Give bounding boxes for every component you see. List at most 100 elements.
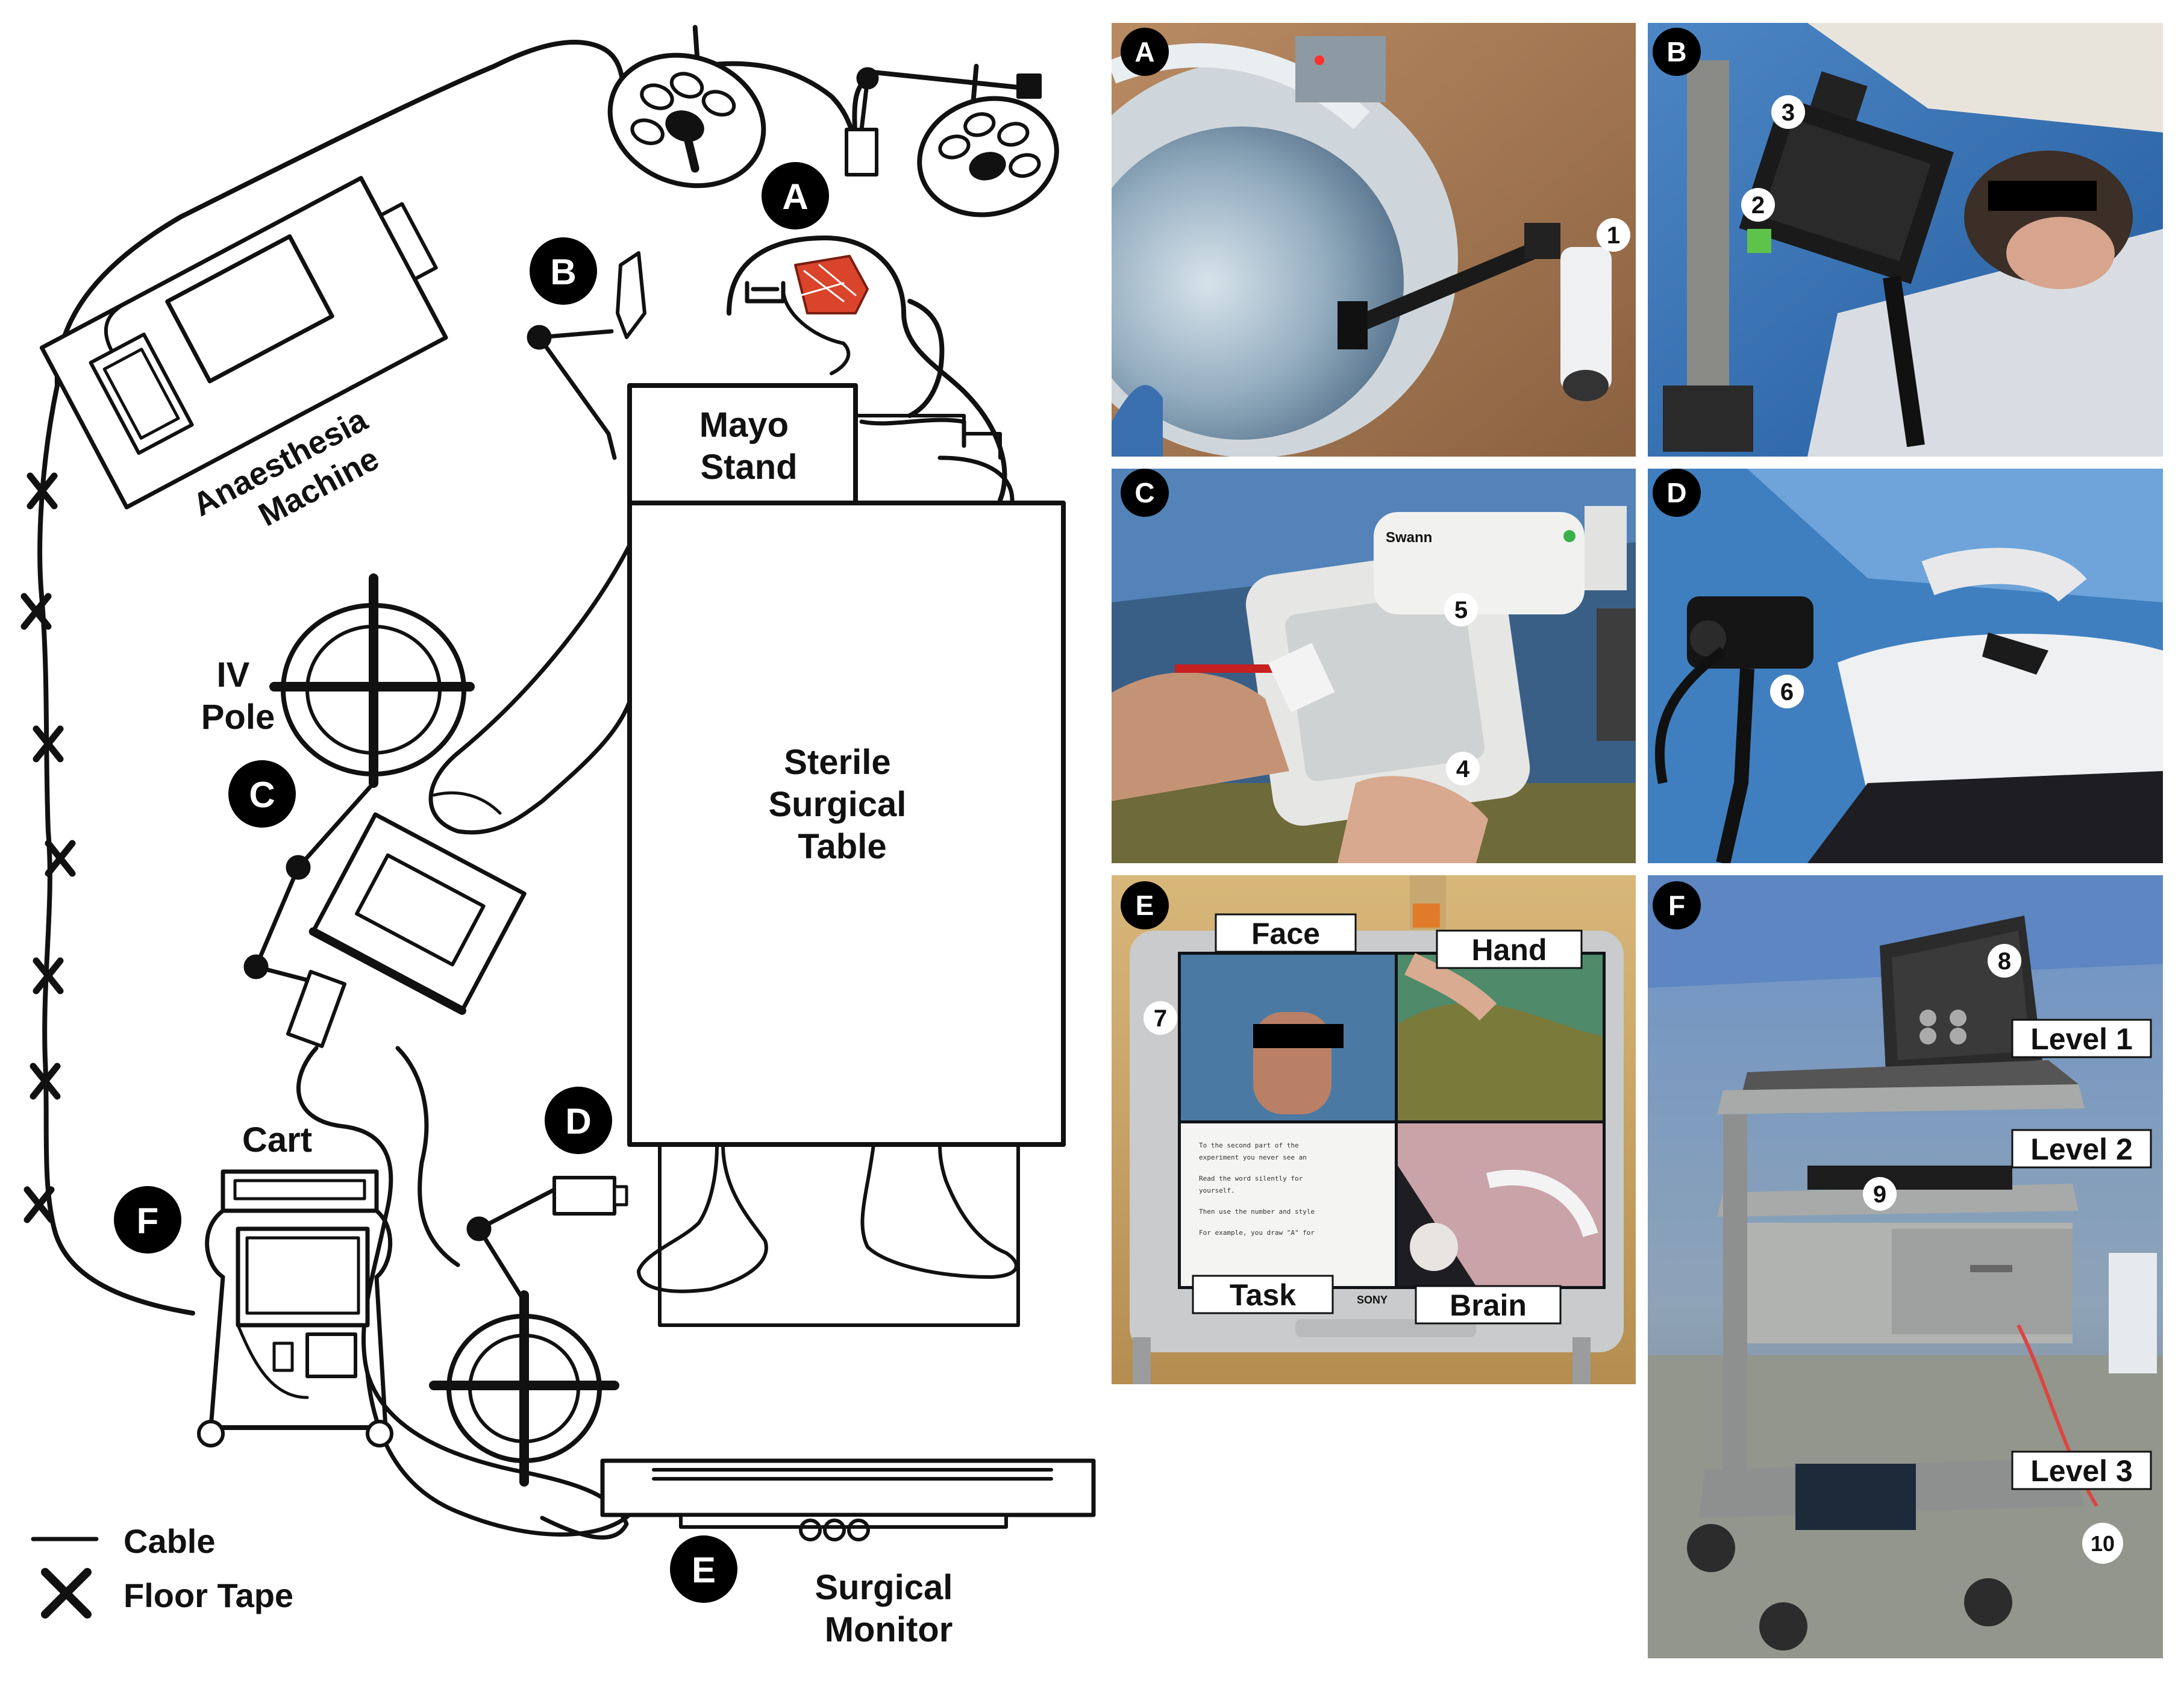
iv-pole-label-line2: Pole [201,698,275,737]
sterile-surgical-table [627,501,1066,1147]
surgical-lamp-right [917,63,1059,217]
tag-face: Face [1251,917,1320,951]
iv-pole-top [269,573,475,788]
panel-f-labels: F 8 9 10 Level 1 Level 2 Level 3 [1653,881,2152,1564]
or-layout-diagram [20,25,1096,1619]
sterile-table-label-line1: Sterile [784,743,890,782]
panel-c-letter: C [1134,477,1154,508]
camera-c-device [308,812,527,1015]
marker-d: D [545,1087,612,1154]
floor-tape-line [37,383,195,1316]
surgical-lamp-left [607,25,766,189]
anaesthesia-machine [39,176,448,510]
surgical-monitor-label-line1: Surgical [815,1568,953,1607]
camera-c-photo [1374,506,1627,614]
panel-b-number-3: 3 [1782,99,1795,126]
svg-text:For example, you draw "A" for: For example, you draw "A" for [1199,1229,1315,1237]
mayo-stand-label-line1: Mayo [699,405,789,445]
legend [31,1537,99,1619]
level-3-label: Level 3 [2030,1454,2133,1488]
cart-label: Cart [242,1120,312,1160]
photo-panel-b [1648,23,2163,457]
panel-f-number-10: 10 [2091,1531,2115,1556]
patient-foot-right [860,1143,1018,1279]
panel-e-number-7: 7 [1154,1005,1167,1032]
brain-patch [794,255,869,314]
level-3-box [2011,1450,2152,1490]
camera-a-mount [845,67,1042,176]
svg-text:Surgical Monitor: Surgical Monitor [815,1568,963,1649]
svg-text:Mayo Stand: Mayo Stand [699,405,798,487]
camera-b-mount [527,251,646,460]
floor-tape-x [23,1186,55,1223]
photo-panel-a [1112,23,1636,457]
legend-floor-tape-mark [41,1568,92,1619]
svg-text:experiment you never see an: experiment you never see an [1199,1154,1307,1161]
camera-d-mount [466,1176,628,1304]
svg-text:B: B [550,252,576,292]
camera-brand: Swann [1386,529,1432,546]
legend-floor-tape-label: Floor Tape [124,1576,293,1614]
svg-text:Sterile Surgical T: Sterile Surgical Table [769,743,916,866]
svg-text:Then use the number and style: Then use the number and style [1199,1208,1315,1216]
tag-task: Task [1230,1278,1296,1312]
panel-d-number-6: 6 [1780,679,1794,705]
patient-outline [428,236,1020,1327]
patient-arm [428,543,638,835]
svg-text:To the second part of the: To the second part of the [1199,1141,1299,1149]
cable-iv [395,1046,460,1267]
panel-c-number-4: 4 [1456,756,1470,782]
floor-tape-x [20,593,52,630]
svg-text:IV Pole: IV Pole [201,655,275,737]
camera-c-mount [243,781,376,1048]
svg-text:C: C [249,775,275,815]
floor-tape-x [30,1063,61,1100]
tag-hand-box [1436,929,1583,969]
sterile-table-label-line3: Table [798,827,886,866]
panel-d-letter: D [1666,477,1686,508]
tag-brain-box [1415,1285,1562,1325]
photo-panel-d [1648,469,2163,863]
photo-panel-f [1648,875,2163,1658]
panel-c-labels: C 5 4 [1121,469,1480,785]
marker-c: C [228,760,296,828]
surgical-monitor [600,1458,1096,1541]
tag-face-box [1215,913,1357,953]
panel-a-number-1: 1 [1607,222,1620,249]
monitor-quadrant-task [1181,1123,1395,1286]
panel-f-letter: F [1668,890,1685,921]
legend-cable-label: Cable [124,1522,216,1560]
mayo-stand-label-line2: Stand [700,448,797,487]
svg-text:A: A [782,176,808,217]
patient-foot-left [637,1143,768,1293]
panel-c-number-5: 5 [1454,597,1468,623]
floor-tape-x [45,840,76,877]
floor-tape-x [33,725,64,763]
iv-pole-label-line1: IV [217,655,250,695]
cable-top [54,40,858,388]
tag-task-box [1192,1275,1334,1314]
camera-d-photo [1654,596,1813,863]
photo-panel-c: Swann [1112,469,1636,863]
panel-a-labels: A 1 [1121,28,1630,252]
panel-b-number-2: 2 [1751,192,1765,219]
svg-text:D: D [565,1101,591,1141]
panel-e-letter: E [1136,890,1154,921]
floor-tape-marks [20,472,76,1223]
svg-text:F: F [137,1201,159,1241]
svg-text:E: E [692,1550,716,1590]
iv-pole-bottom [429,1290,619,1487]
surgical-monitor-label-line2: Monitor [825,1610,953,1649]
mayo-stand [627,383,858,505]
floor-tape-x [27,472,58,510]
sterile-table-label-line2: Surgical [769,785,907,824]
level-2-label: Level 2 [2030,1132,2133,1166]
monitor-brand: SONY [1357,1294,1388,1306]
tag-hand: Hand [1472,933,1547,967]
level-1-box [2011,1019,2152,1058]
panel-a-letter: A [1134,36,1154,67]
level-1-label: Level 1 [2030,1022,2133,1056]
diagram-camera-markers: A B C D E F [114,162,829,1603]
marker-e: E [670,1535,737,1603]
